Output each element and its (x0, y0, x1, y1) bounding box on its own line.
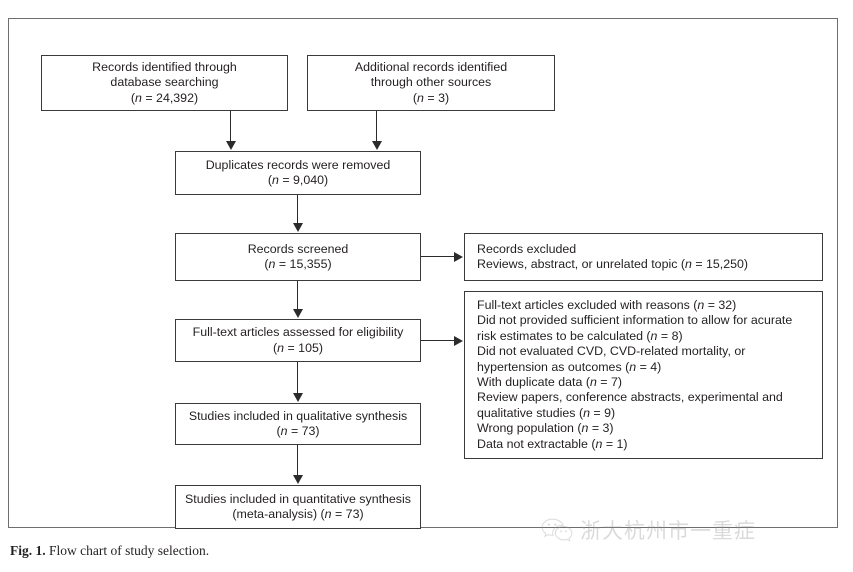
count-value: = 9,040) (278, 173, 329, 187)
reason-text: Data not extractable ( (477, 436, 596, 451)
count-paren: ( (412, 90, 418, 105)
count-value: = 9) (589, 405, 616, 420)
count-variable: n (583, 405, 590, 420)
box-line: Full-text articles assessed for eligibil… (192, 325, 404, 340)
exclusion-reason: Data not extractable (n = 1) (477, 437, 628, 452)
count-variable: n (268, 257, 276, 271)
box-line: Records screened (247, 241, 349, 256)
count-variable: n (581, 421, 589, 436)
count-value: = 1) (602, 436, 628, 451)
box-line: Studies included in quantitative synthes… (185, 491, 411, 506)
count-variable: n (595, 436, 603, 451)
arrowhead-down-icon (293, 393, 303, 402)
arrowhead-down-icon (293, 309, 303, 318)
arrowhead-right-icon (454, 252, 463, 262)
box-records-excluded: Records excluded Reviews, abstract, or u… (464, 233, 823, 281)
count-variable: n (277, 340, 285, 355)
connector-screened-to-fulltext (297, 281, 299, 310)
count-variable: n (589, 375, 597, 389)
count-value: = 24,392) (141, 90, 199, 105)
box-line: Records identified through (92, 59, 237, 74)
box-line: Studies included in qualitative synthesi… (188, 408, 408, 423)
box-records-screened: Records screened (n = 15,355) (175, 233, 421, 281)
figure-frame: Records identified through database sear… (8, 18, 838, 529)
exclusion-reason: Review papers, conference abstracts, exp… (477, 390, 814, 421)
exclusion-heading: Full-text articles excluded with reasons… (477, 298, 736, 313)
figure-caption: Fig. 1. Flow chart of study selection. (10, 543, 209, 559)
count-paren: ( (273, 340, 278, 355)
arrowhead-down-icon (293, 223, 303, 232)
exclusion-reason: Did not evaluated CVD, CVD-related morta… (477, 344, 814, 375)
connector-db-to-duplicates (230, 111, 232, 142)
box-additional-records-other-sources: Additional records identified through ot… (307, 55, 555, 111)
count-value: = 7) (596, 375, 622, 389)
count-variable: n (417, 90, 424, 105)
count-value: = 32) (704, 297, 737, 312)
arrowhead-down-icon (293, 475, 303, 484)
reason-text: With duplicate data ( (477, 375, 590, 389)
count-value: = 8) (657, 328, 683, 343)
count-value: = 15,250) (691, 257, 749, 271)
box-line: through other sources (370, 75, 492, 90)
connector-other-to-duplicates (376, 111, 378, 142)
box-count: (n = 3) (413, 91, 449, 106)
box-line: Additional records identified (354, 59, 508, 74)
count-variable: n (324, 507, 332, 521)
box-count: (meta-analysis) (n = 73) (232, 507, 363, 522)
box-line: Reviews, abstract, or unrelated topic (n… (477, 257, 748, 272)
box-studies-quantitative-synthesis: Studies included in quantitative synthes… (175, 485, 421, 529)
reason-text: Did not provided sufficient information … (477, 313, 796, 343)
connector-screened-to-excluded (421, 256, 455, 258)
box-studies-qualitative-synthesis: Studies included in qualitative synthesi… (175, 403, 421, 445)
count-paren: ( (267, 173, 272, 187)
box-fulltext-assessed-eligibility: Full-text articles assessed for eligibil… (175, 319, 421, 362)
reason-text: Review papers, conference abstracts, exp… (477, 390, 787, 420)
reason-text: Reviews, abstract, or unrelated topic ( (477, 257, 685, 271)
connector-duplicates-to-screened (297, 195, 299, 224)
count-value: = 3) (588, 421, 614, 436)
box-duplicates-removed: Duplicates records were removed (n = 9,0… (175, 151, 421, 195)
heading-text: Full-text articles excluded with reasons… (477, 297, 698, 312)
box-records-identified-database: Records identified through database sear… (41, 55, 288, 111)
box-fulltext-excluded-with-reasons: Full-text articles excluded with reasons… (464, 291, 823, 459)
arrowhead-down-icon (372, 141, 382, 150)
reason-text: Wrong population ( (477, 421, 582, 436)
exclusion-reason: Did not provided sufficient information … (477, 313, 814, 344)
count-variable: n (629, 359, 637, 374)
count-paren: ( (276, 424, 281, 438)
count-variable: n (697, 297, 705, 312)
count-value: = 73) (331, 507, 364, 521)
box-line: Records excluded (477, 241, 577, 256)
box-count: (n = 105) (273, 341, 323, 356)
box-count: (n = 9,040) (268, 173, 328, 188)
exclusion-reason: With duplicate data (n = 7) (477, 375, 622, 390)
exclusion-reason: Wrong population (n = 3) (477, 421, 614, 436)
figure-caption-text: Flow chart of study selection. (45, 543, 210, 558)
count-value: = 73) (287, 424, 320, 438)
figure-caption-label: Fig. 1. (10, 543, 46, 558)
box-count: (n = 15,355) (264, 257, 331, 272)
box-line: Duplicates records were removed (205, 157, 391, 172)
box-count: (n = 73) (276, 424, 319, 439)
connector-fulltext-to-qualitative (297, 362, 299, 394)
count-variable: n (135, 90, 142, 105)
count-variable: n (271, 173, 279, 187)
count-variable: n (684, 257, 692, 271)
box-count: (n = 24,392) (131, 91, 198, 106)
count-paren: ( (130, 90, 136, 105)
arrowhead-right-icon (454, 336, 463, 346)
count-value: = 4) (636, 359, 662, 374)
arrowhead-down-icon (226, 141, 236, 150)
count-value: = 105) (284, 340, 323, 355)
count-value: = 15,355) (275, 257, 332, 271)
connector-qualitative-to-quantitative (297, 445, 299, 476)
count-value: = 3) (423, 90, 450, 105)
reason-text: Did not evaluated CVD, CVD-related morta… (477, 344, 749, 374)
count-paren: ( (264, 257, 269, 271)
box-line: database searching (110, 75, 219, 90)
count-variable: n (280, 424, 288, 438)
count-variable: n (650, 328, 658, 343)
connector-fulltext-to-excluded (421, 340, 455, 342)
count-paren: (meta-analysis) ( (232, 507, 325, 521)
